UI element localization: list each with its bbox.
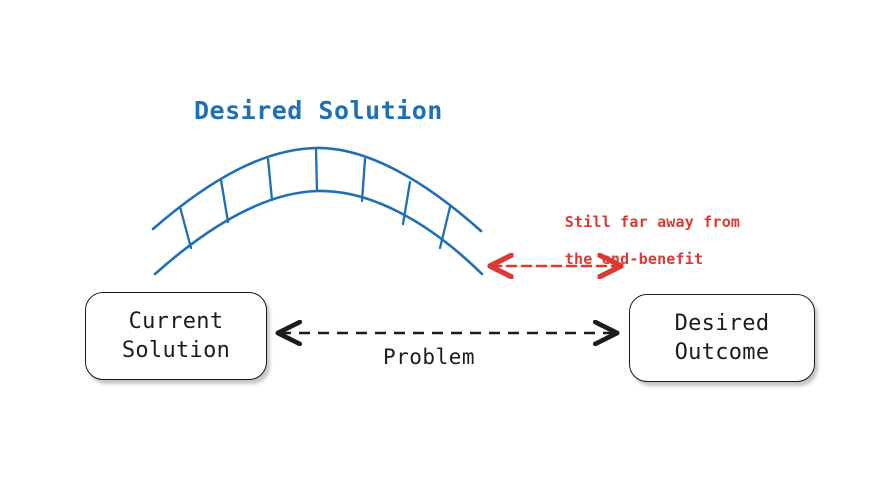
gap-annotation-line2: the end-benefit (564, 250, 704, 269)
bridge-rungs (178, 146, 452, 250)
gap-annotation-line1: Still far away from (564, 212, 741, 231)
node-desired-outcome-line2: Outcome (674, 340, 770, 365)
node-current-solution-line2: Solution (121, 338, 231, 363)
node-current-solution-line1: Current (128, 308, 224, 334)
bridge-inner-arc (153, 189, 484, 276)
node-desired-outcome-line1: Desired (674, 310, 770, 336)
gap-annotation: Still far away from the end-benefit (526, 194, 742, 307)
problem-arrow-label: Problem (383, 345, 476, 369)
page-title: Desired Solution (194, 96, 443, 125)
